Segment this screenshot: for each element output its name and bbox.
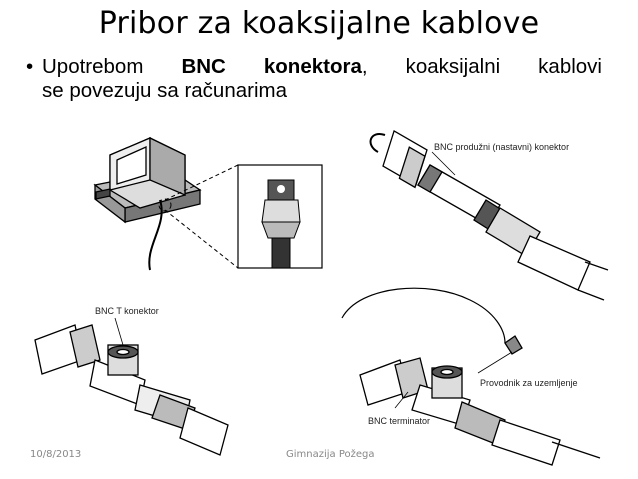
bullet-point: • Upotrebom BNC konektora, koaksijalni k… <box>26 55 602 103</box>
bullet-line-2: se povezuju sa računarima <box>42 79 287 102</box>
label-terminator: BNC terminator <box>368 416 430 426</box>
label-extension-connector: BNC produžni (nastavni) konektor <box>434 142 569 152</box>
bullet-line-1: Upotrebom BNC konektora, koaksijalni kab… <box>42 55 602 79</box>
footer-school: Gimnazija Požega <box>286 449 375 460</box>
computer-icon <box>93 136 202 271</box>
label-ground-wire: Provodnik za uzemljenje <box>480 378 578 388</box>
bullet-text-post: , koaksijalni kablovi <box>361 55 602 78</box>
bullet-text-pre: Upotrebom <box>42 55 182 78</box>
zoom-lines <box>158 164 239 269</box>
bnc-extension-connector <box>369 129 609 301</box>
footer-date: 10/8/2013 <box>30 449 82 460</box>
bullet-text-bold: BNC konektora <box>181 55 362 78</box>
label-t-connector: BNC T konektor <box>95 306 159 316</box>
slide-title: Pribor za koaksijalne kablove <box>98 6 540 41</box>
bullet-icon: • <box>26 55 34 78</box>
bnc-terminator-assembly <box>341 287 601 466</box>
bnc-t-connector <box>34 324 229 456</box>
zoomed-connector <box>237 164 323 269</box>
